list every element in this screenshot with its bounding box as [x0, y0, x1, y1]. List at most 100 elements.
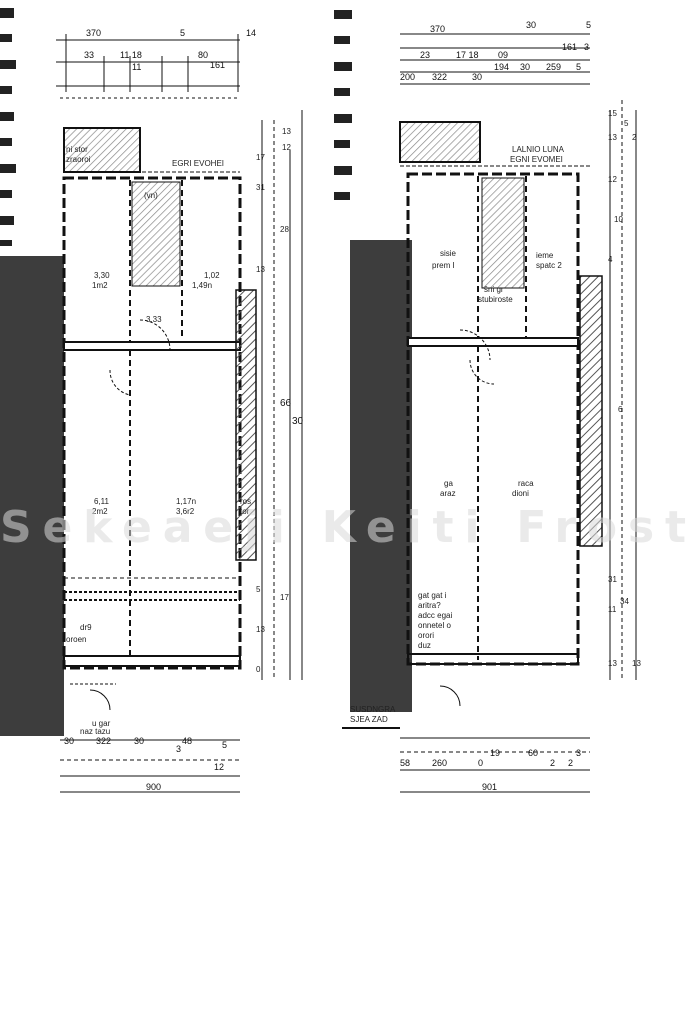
left-corridor-note: EGRI EVOHEI: [172, 159, 224, 168]
left-dim-4: 33: [84, 50, 94, 60]
right-rdim-3: 13: [608, 133, 617, 142]
left-right-dimensions: 17 12 13 13 31 28 13 5 17 0 66 30: [256, 127, 304, 674]
right-dim-8: 3: [584, 42, 589, 52]
right-bdim-4: 19: [490, 748, 500, 758]
right-bottom-note: gat gat i: [418, 591, 447, 600]
left-bdim-2: 322: [96, 736, 111, 746]
right-bdim-8: 3: [576, 748, 581, 758]
left-rdim-5: 31: [256, 183, 265, 192]
right-bdim-3: 0: [478, 758, 483, 768]
right-neighbor-2: SJEA ZAD: [350, 715, 388, 724]
left-entry-note-2: naz tazu: [80, 727, 110, 736]
left-dim-5: 11 18: [120, 50, 142, 60]
right-bottom-note-4: onnetel o: [418, 621, 451, 630]
right-dim2-3: 30: [472, 72, 482, 82]
right-room-b: ieme: [536, 251, 554, 260]
right-bottom-note-6: duz: [418, 641, 431, 650]
left-top-dimensions: 370 5 14 33 11 18 80 11 161: [84, 28, 256, 72]
right-dim2-5: 30: [520, 62, 530, 72]
right-title: LALNIO LUNA: [512, 145, 565, 154]
left-rdim-8: 5: [256, 585, 261, 594]
left-vn: (vn): [144, 191, 158, 200]
right-bottom-total: 901: [482, 782, 497, 792]
left-room-c-area: 6,11: [94, 497, 110, 506]
scan-edge-artifacts: [0, 8, 352, 246]
left-right-total: 30: [292, 416, 304, 427]
left-rdim-10: 0: [256, 665, 261, 674]
right-rdim-6: 10: [614, 215, 623, 224]
right-neighbor-mass: [350, 240, 412, 712]
right-rdim-12: 13: [608, 659, 617, 668]
right-corridor-note: EGNI EVOMEI: [510, 155, 563, 164]
right-rdim-7: 4: [608, 255, 613, 264]
left-room-d-m2: 3,6r2: [176, 507, 195, 516]
right-stair: šni gr: [484, 285, 504, 294]
left-neighbor-mass: [0, 256, 64, 736]
right-dim-6: 09: [498, 50, 508, 60]
left-stair-note: 3,33: [146, 315, 162, 324]
right-stair-2: stubiroste: [478, 295, 513, 304]
left-dim-3: 14: [246, 28, 256, 38]
right-top-dimensions: 370 30 5 23 17 18 09 161 3 200 322 30 19…: [400, 20, 591, 82]
left-room-labels: ni stor zraoroi EGRI EVOHEI (vn) 3,30 1m…: [66, 145, 251, 736]
left-rdim-1: 17: [256, 153, 265, 162]
right-dim2-1: 200: [400, 72, 415, 82]
left-dim-2: 5: [180, 28, 185, 38]
left-rdim-2: 12: [282, 143, 291, 152]
right-rdim-5: 12: [608, 175, 617, 184]
left-rdim-4: 13: [256, 265, 265, 274]
left-room-b-area: 1,02: [204, 271, 220, 280]
right-right-dimensions: 15 5 13 2 12 10 4 6 31 34 11 13 13: [608, 109, 641, 668]
right-rdim-1: 15: [608, 109, 617, 118]
right-dim2-2: 322: [432, 72, 447, 82]
left-rdim-7: 13: [256, 625, 265, 634]
left-side-note-2: tor: [240, 507, 250, 516]
right-bdim-5: 60: [528, 748, 538, 758]
left-room-b-m2: 1,49n: [192, 281, 212, 290]
right-rdim-9: 31: [608, 575, 617, 584]
left-bdim-6: 5: [222, 740, 227, 750]
left-room-d-area: 1,17n: [176, 497, 196, 506]
right-rdim-8: 6: [618, 405, 623, 414]
right-dim2-7: 5: [576, 62, 581, 72]
right-dim-4: 23: [420, 50, 430, 60]
right-dim-2: 30: [526, 20, 536, 30]
left-bdim-3: 30: [134, 736, 144, 746]
left-bottom-total: 900: [146, 782, 161, 792]
left-bdim-5: 3: [176, 744, 181, 754]
right-dim-1: 370: [430, 24, 445, 34]
left-bottom-dimensions: 30 322 30 48 3 5 12 900: [64, 736, 227, 792]
right-room-d-2: dioni: [512, 489, 529, 498]
right-bdim-2: 260: [432, 758, 447, 768]
right-rdim-11: 11: [608, 605, 617, 614]
left-room-a-m2: 1m2: [92, 281, 108, 290]
left-rdim-6: 28: [280, 225, 289, 234]
left-dim-1: 370: [86, 28, 101, 38]
left-room-c-m2: 2m2: [92, 507, 108, 516]
right-room-d: raca: [518, 479, 534, 488]
left-dim-7: 11: [132, 62, 141, 72]
left-bottom-note: dr9: [80, 623, 92, 632]
left-top-note: ni stor: [66, 145, 88, 154]
right-room-b-2: spatc 2: [536, 261, 562, 270]
right-dim-5: 17 18: [456, 50, 479, 60]
right-rdim-2: 5: [624, 119, 629, 128]
right-bdim-6: 2: [550, 758, 555, 768]
right-dim-7: 161: [562, 42, 577, 52]
left-dim-8: 161: [210, 60, 225, 70]
right-bdim-1: 58: [400, 758, 410, 768]
right-dim-3: 5: [586, 20, 591, 30]
left-bdim-1: 30: [64, 736, 74, 746]
right-room-labels: LALNIO LUNA EGNI EVOMEI sisie prem I iem…: [350, 145, 565, 724]
right-neighbor: SUSDNGRA: [350, 705, 396, 714]
right-dim2-4: 194: [494, 62, 509, 72]
left-rdim-3: 13: [282, 127, 291, 136]
left-side-note: ros: [240, 497, 251, 506]
right-bdim-7: 2: [568, 758, 573, 768]
right-bottom-note-3: adcc egai: [418, 611, 452, 620]
right-room-a: sisie: [440, 249, 457, 258]
left-dim-6: 80: [198, 50, 208, 60]
right-bottom-dimensions: 58 260 0 19 60 2 2 3 901: [400, 748, 581, 792]
left-far-right-dim: 66: [280, 398, 292, 409]
